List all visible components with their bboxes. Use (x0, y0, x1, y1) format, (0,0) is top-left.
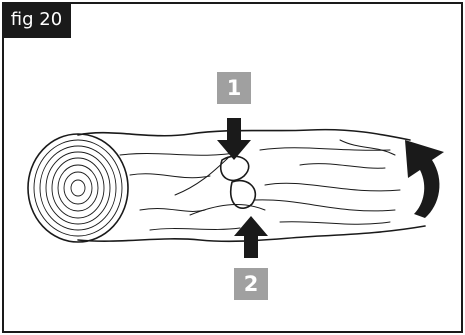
log-end-rings (28, 134, 128, 242)
log-top-edge (78, 130, 410, 140)
step-marker-2: 2 (234, 268, 268, 300)
up-arrow-icon (234, 216, 268, 258)
step-marker-1: 1 (217, 72, 251, 104)
rope-loop-lower (231, 181, 256, 209)
curved-rotate-arrow-icon (405, 140, 444, 218)
rope-loop-upper (221, 156, 249, 180)
down-arrow-icon (217, 118, 251, 160)
